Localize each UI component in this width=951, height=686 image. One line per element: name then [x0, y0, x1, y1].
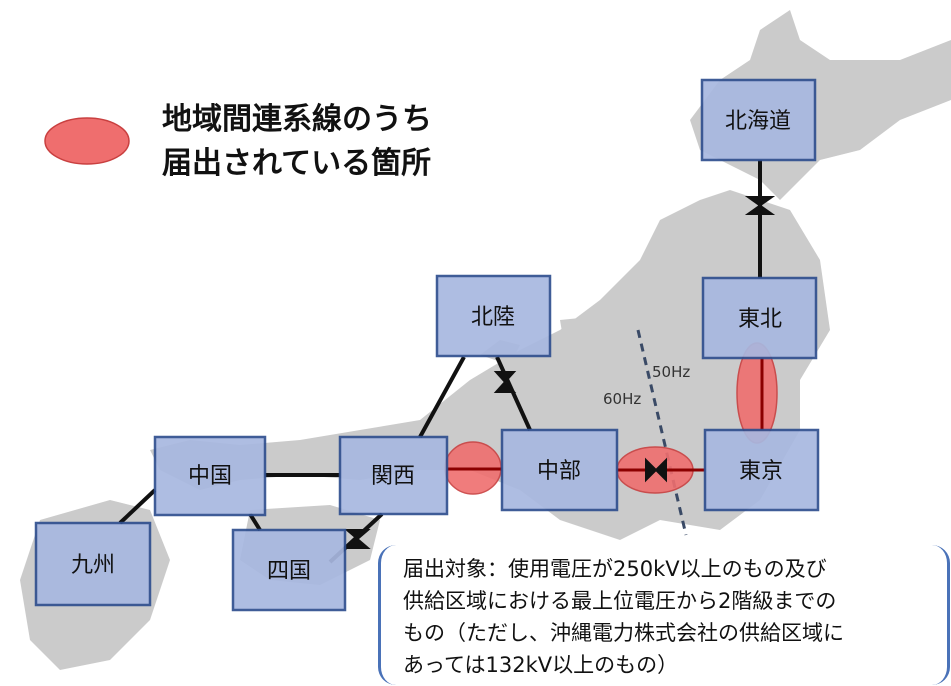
node-label-kyushu: 九州: [71, 553, 115, 578]
frequency-label-60hz: 60Hz: [603, 390, 641, 408]
converter-kansai-shikoku-icon: [344, 529, 371, 549]
frequency-boundary-line: [636, 329, 688, 536]
node-label-tokyo: 東京: [739, 459, 783, 484]
converter-symbols: [344, 196, 776, 549]
converter-hokuriku-chubu-icon: [493, 371, 517, 393]
note-line4: あっては132kV以上のもの）: [403, 653, 679, 677]
node-hokuriku: 北陸: [435, 274, 552, 358]
link-chugoku-shikoku: [248, 512, 262, 532]
note-box: 届出対象：使用電圧が250kV以上のもの及び 供給区域における最上位電圧から2階…: [378, 545, 950, 685]
node-tohoku: 東北: [701, 276, 818, 360]
converter-hokkaido-tohoku-icon: [744, 196, 776, 215]
legend-line2: 届出されている箇所: [162, 146, 432, 181]
region-nodes: 北海道 東北 東京 北陸 中部 関西 中国 四国: [34, 78, 820, 612]
node-shikoku: 四国: [231, 528, 347, 612]
node-label-chugoku: 中国: [188, 464, 232, 489]
node-kyushu: 九州: [34, 521, 152, 607]
note-line2: 供給区域における最上位電圧から2階級までの: [403, 589, 837, 613]
link-hokuriku-kansai: [418, 356, 466, 438]
node-label-hokuriku: 北陸: [471, 305, 515, 330]
link-hokuriku-chubu: [495, 356, 532, 431]
node-chugoku: 中国: [153, 435, 267, 517]
converter-chubu-tokyo-icon: [645, 457, 667, 483]
link-chugoku-kyushu: [118, 488, 157, 525]
node-label-chubu: 中部: [537, 459, 581, 484]
node-tokyo: 東京: [703, 428, 820, 512]
node-kansai: 関西: [338, 435, 449, 516]
note-line1: 届出対象：使用電圧が250kV以上のもの及び: [403, 557, 827, 581]
node-hokkaido: 北海道: [700, 78, 817, 162]
legend-line1: 地域間連系線のうち: [162, 102, 432, 137]
legend-marker: [44, 117, 130, 165]
node-chubu: 中部: [500, 428, 619, 512]
note-line3: もの（ただし、沖縄電力株式会社の供給区域に: [403, 621, 844, 645]
node-label-hokkaido: 北海道: [725, 109, 791, 134]
node-label-shikoku: 四国: [267, 559, 311, 584]
legend-text: 地域間連系線のうち 届出されている箇所: [162, 98, 432, 186]
frequency-label-50hz: 50Hz: [652, 363, 690, 381]
node-label-kansai: 関西: [371, 464, 415, 489]
node-label-tohoku: 東北: [738, 307, 782, 332]
